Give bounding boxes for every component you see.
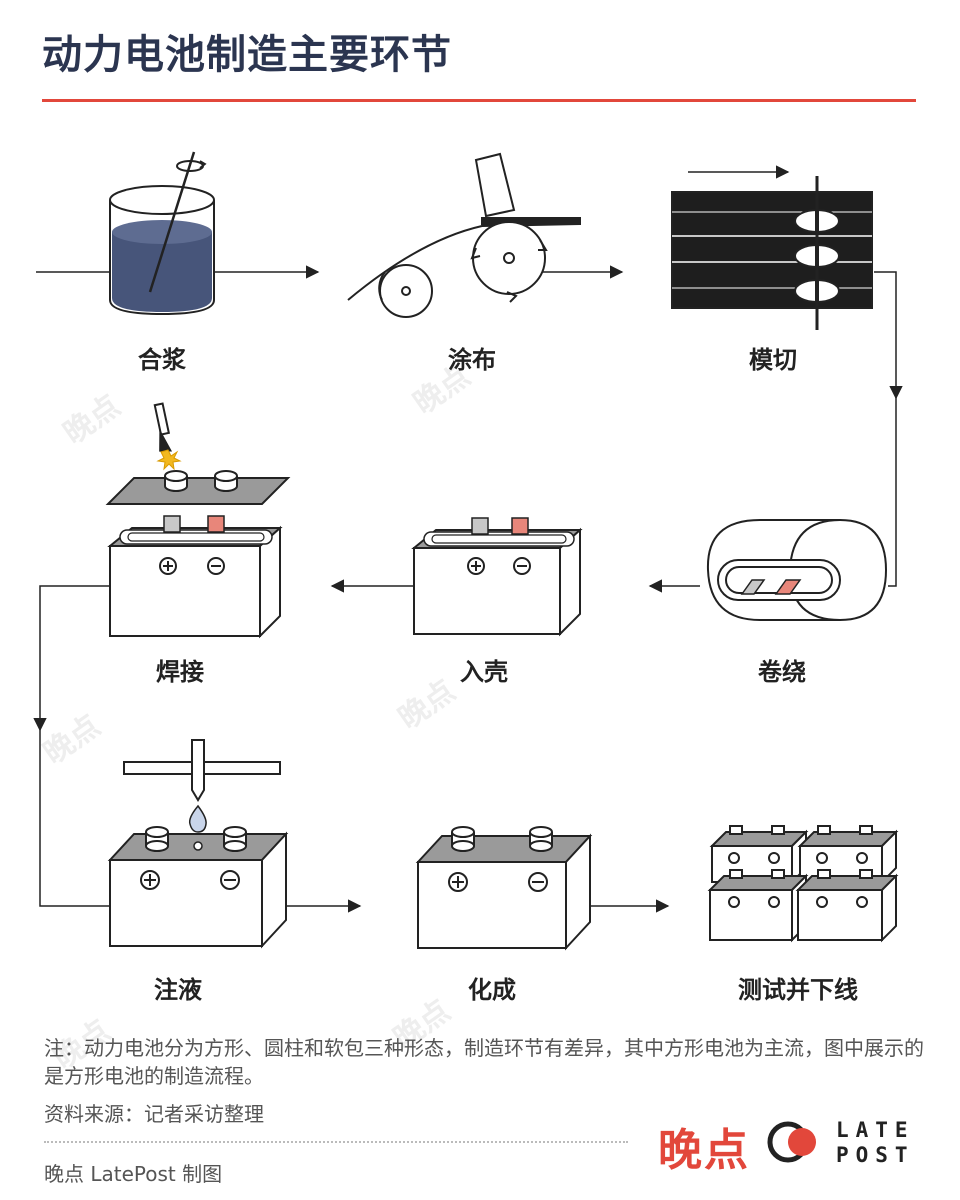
brand-logo-en-line1: LATE (836, 1118, 915, 1142)
brand-logo-en-line2: POST (836, 1143, 915, 1167)
formation-battery-icon (415, 826, 593, 951)
step-label-filling: 注液 (154, 976, 202, 1004)
step-label-formation: 化成 (468, 976, 516, 1004)
title-rule (42, 99, 916, 102)
footer-divider (44, 1141, 628, 1143)
tested-batteries-icon (707, 825, 899, 943)
winding-roll-icon (706, 519, 888, 621)
step-label-mixing: 合浆 (138, 346, 186, 374)
credit-text: 晚点 LatePost 制图 (44, 1162, 223, 1186)
step-label-winding: 卷绕 (758, 658, 806, 686)
brand-logo-cn: 晚点 (658, 1125, 750, 1176)
source-text: 资料来源：记者采访整理 (44, 1102, 264, 1126)
step-label-casing: 入壳 (460, 658, 508, 686)
brand-logo-icon (767, 1121, 816, 1163)
casing-battery-icon (411, 517, 583, 637)
flow-lines (33, 265, 903, 913)
step-label-coating: 涂布 (448, 346, 496, 374)
mixing-beaker-icon (109, 151, 215, 316)
page-title: 动力电池制造主要环节 (42, 32, 452, 78)
step-label-welding: 焊接 (156, 658, 204, 686)
filling-battery-icon (107, 739, 289, 949)
die-cutting-icon (671, 165, 873, 330)
footnote: 注：动力电池分为方形、圆柱和软包三种形态，制造环节有差异，其中方形电池为主流，图… (44, 1036, 924, 1088)
coating-machine-icon (347, 152, 581, 318)
step-label-die-cutting: 模切 (749, 346, 797, 374)
step-label-testing: 测试并下线 (738, 976, 858, 1004)
brand-logo-en: LATE POST (836, 1118, 915, 1168)
welding-battery-icon (105, 402, 291, 639)
